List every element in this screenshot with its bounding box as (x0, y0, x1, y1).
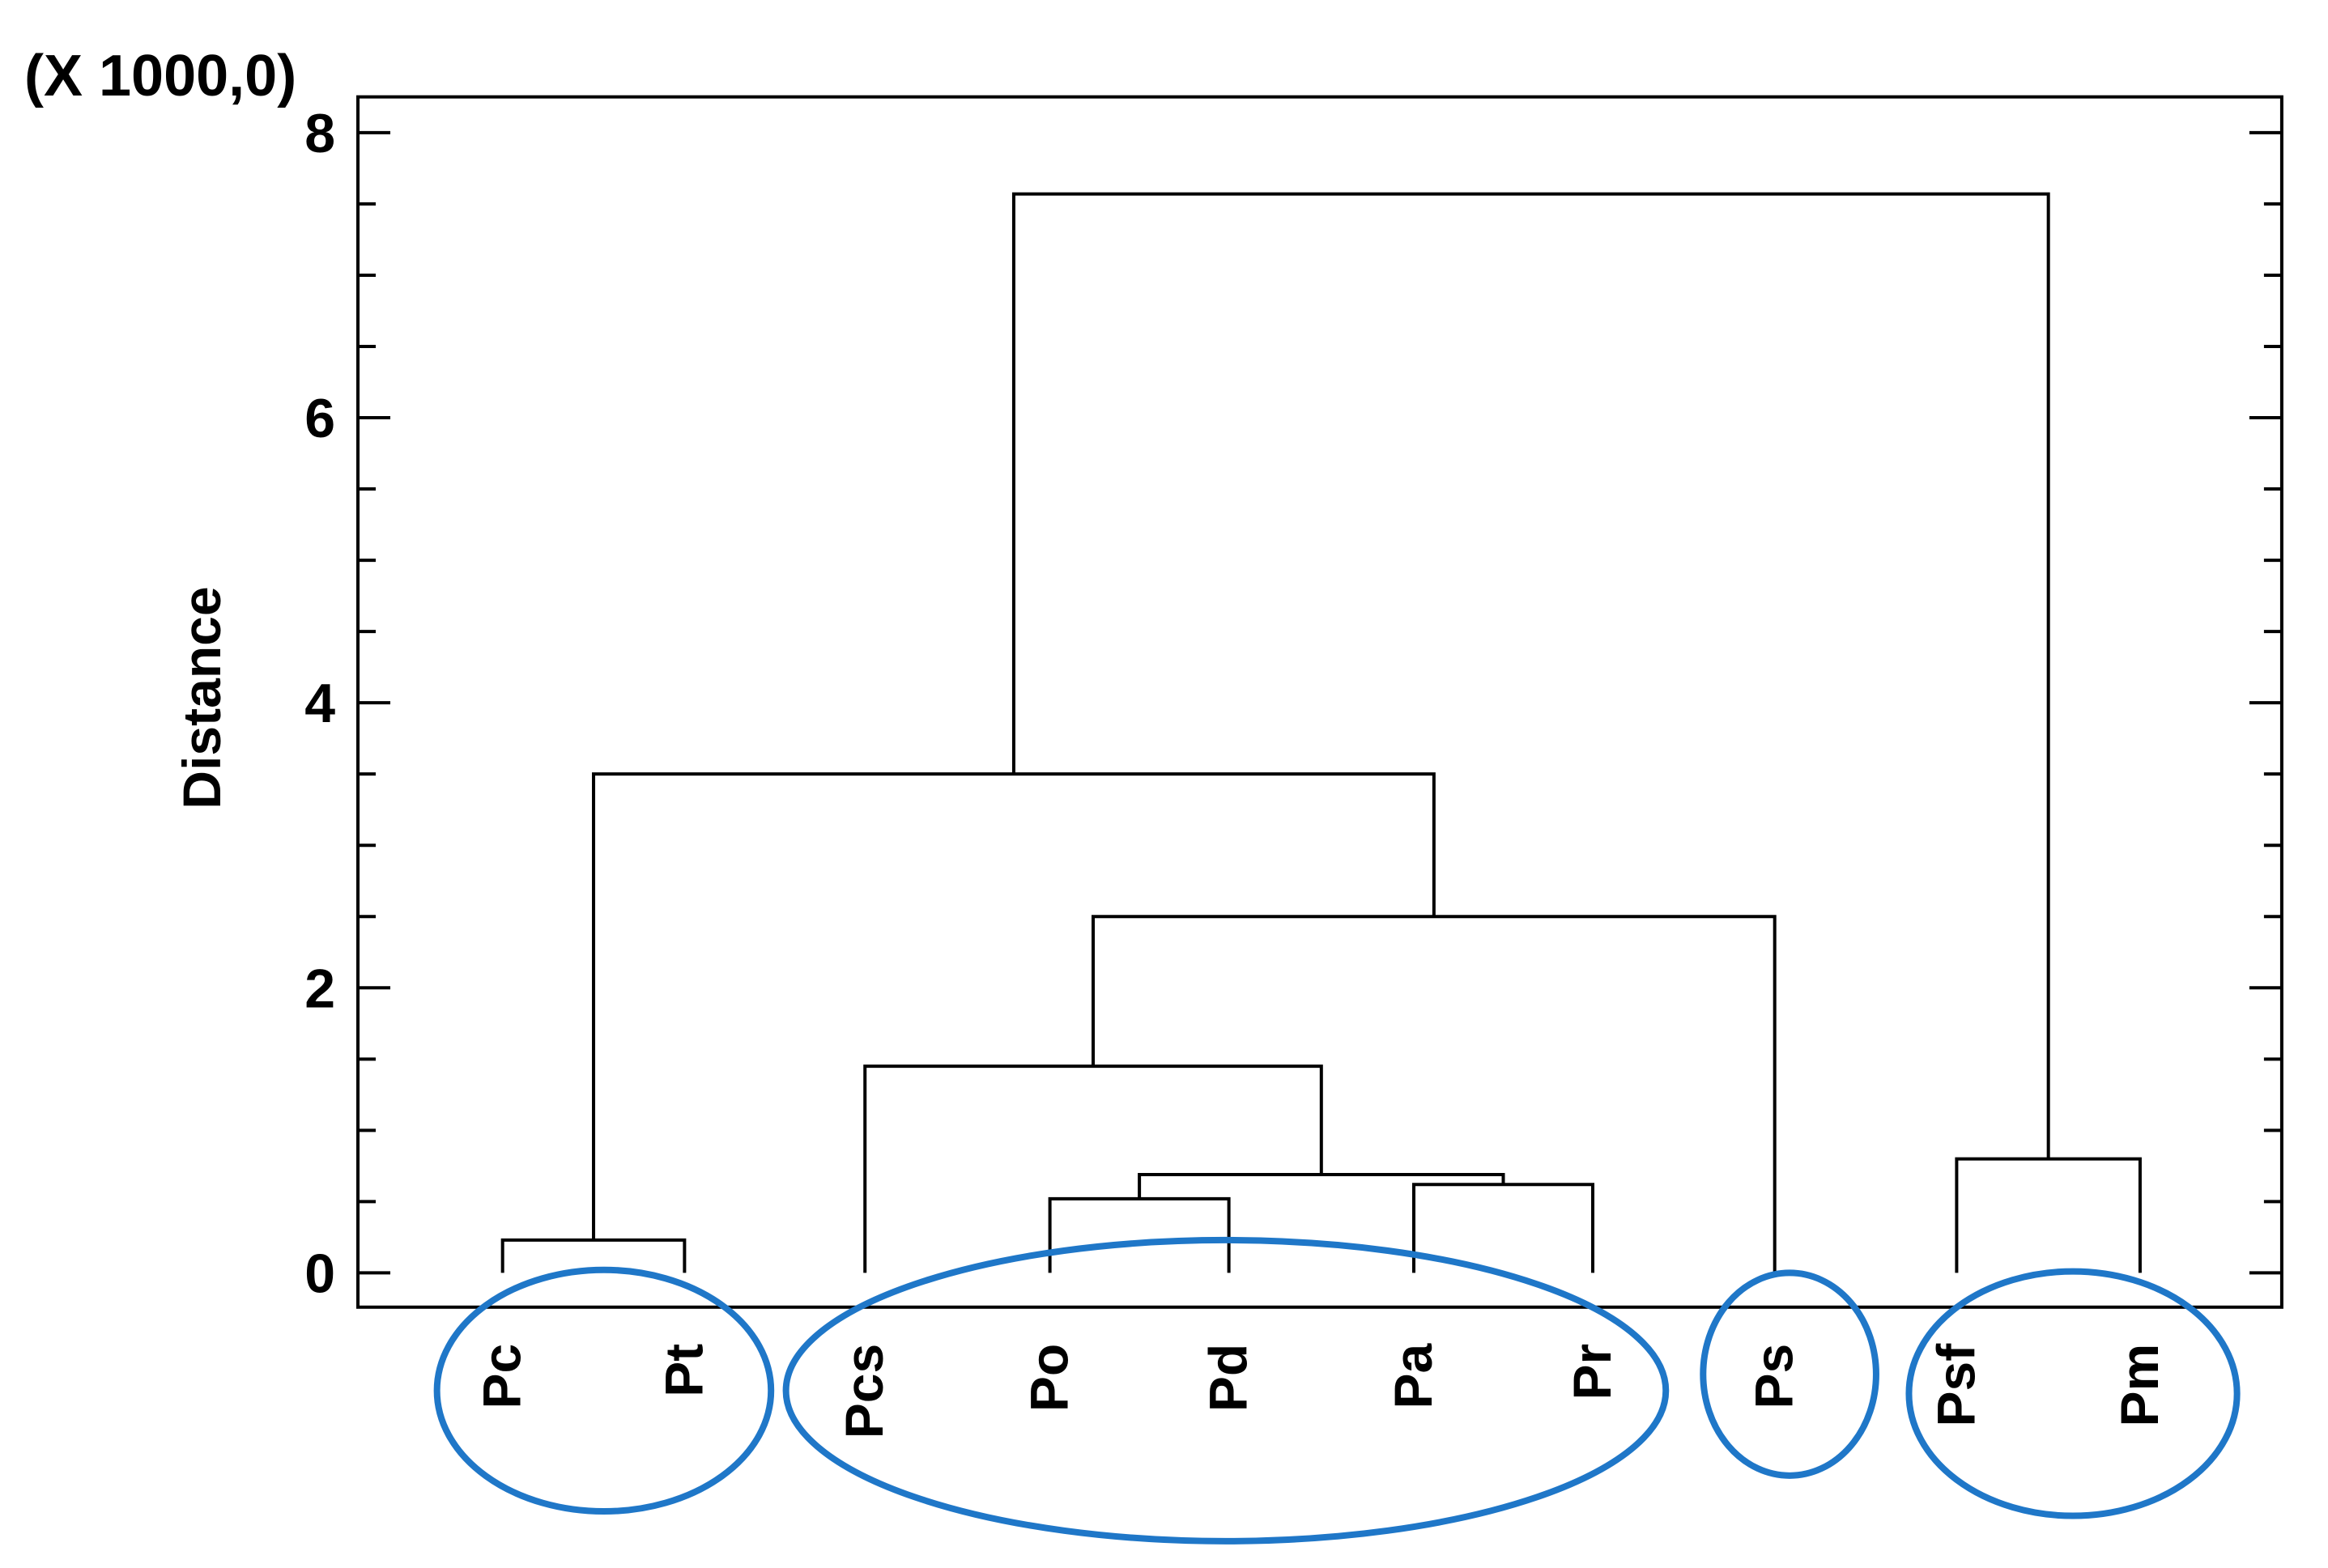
leaf-label-ps: Ps (1744, 1344, 1804, 1409)
leaf-label-pr: Pr (1562, 1344, 1622, 1400)
cluster-group-ring (1905, 1268, 2241, 1519)
y-axis-label: Distance (172, 586, 232, 809)
leaf-label-pm: Pm (2109, 1344, 2169, 1427)
dendrogram-link (500, 1238, 687, 1273)
dendrogram-link (1092, 915, 1777, 1273)
dendrogram-link (1955, 1157, 2142, 1273)
leaf-label-pc: Pc (472, 1344, 532, 1409)
leaf-label-pd: Pd (1198, 1344, 1258, 1412)
leaf-label-psf: Psf (1926, 1343, 1985, 1427)
y-tick-label: 6 (304, 388, 335, 449)
cluster-rings (433, 1236, 2241, 1545)
y-tick-label: 0 (304, 1243, 335, 1304)
dendrogram-link (1412, 1183, 1595, 1273)
scale-label: (X 1000,0) (24, 44, 296, 108)
cluster-group-ring (1700, 1269, 1879, 1479)
y-tick-label: 2 (304, 958, 335, 1019)
dendrogram-links (500, 192, 2142, 1273)
dendrogram-link (1048, 1196, 1231, 1273)
dendrogram-link (1011, 192, 2050, 1159)
leaf-labels: Pc Pt Pcs Po Pd Pa Pr Ps Psf Pm (472, 1342, 2169, 1438)
leaf-label-pcs: Pcs (834, 1344, 894, 1438)
leaf-label-pt: Pt (653, 1344, 713, 1397)
cluster-group-ring (782, 1236, 1670, 1545)
leaf-label-pa: Pa (1383, 1342, 1443, 1409)
y-tick-label: 8 (304, 103, 335, 164)
cluster-group-ring (433, 1266, 775, 1515)
dendrogram-link (592, 772, 1436, 1240)
y-tick-label: 4 (304, 673, 335, 734)
axes: 0 2 4 6 8 (304, 95, 2283, 1309)
dendrogram-link (1138, 1172, 1505, 1199)
leaf-label-po: Po (1019, 1344, 1079, 1412)
